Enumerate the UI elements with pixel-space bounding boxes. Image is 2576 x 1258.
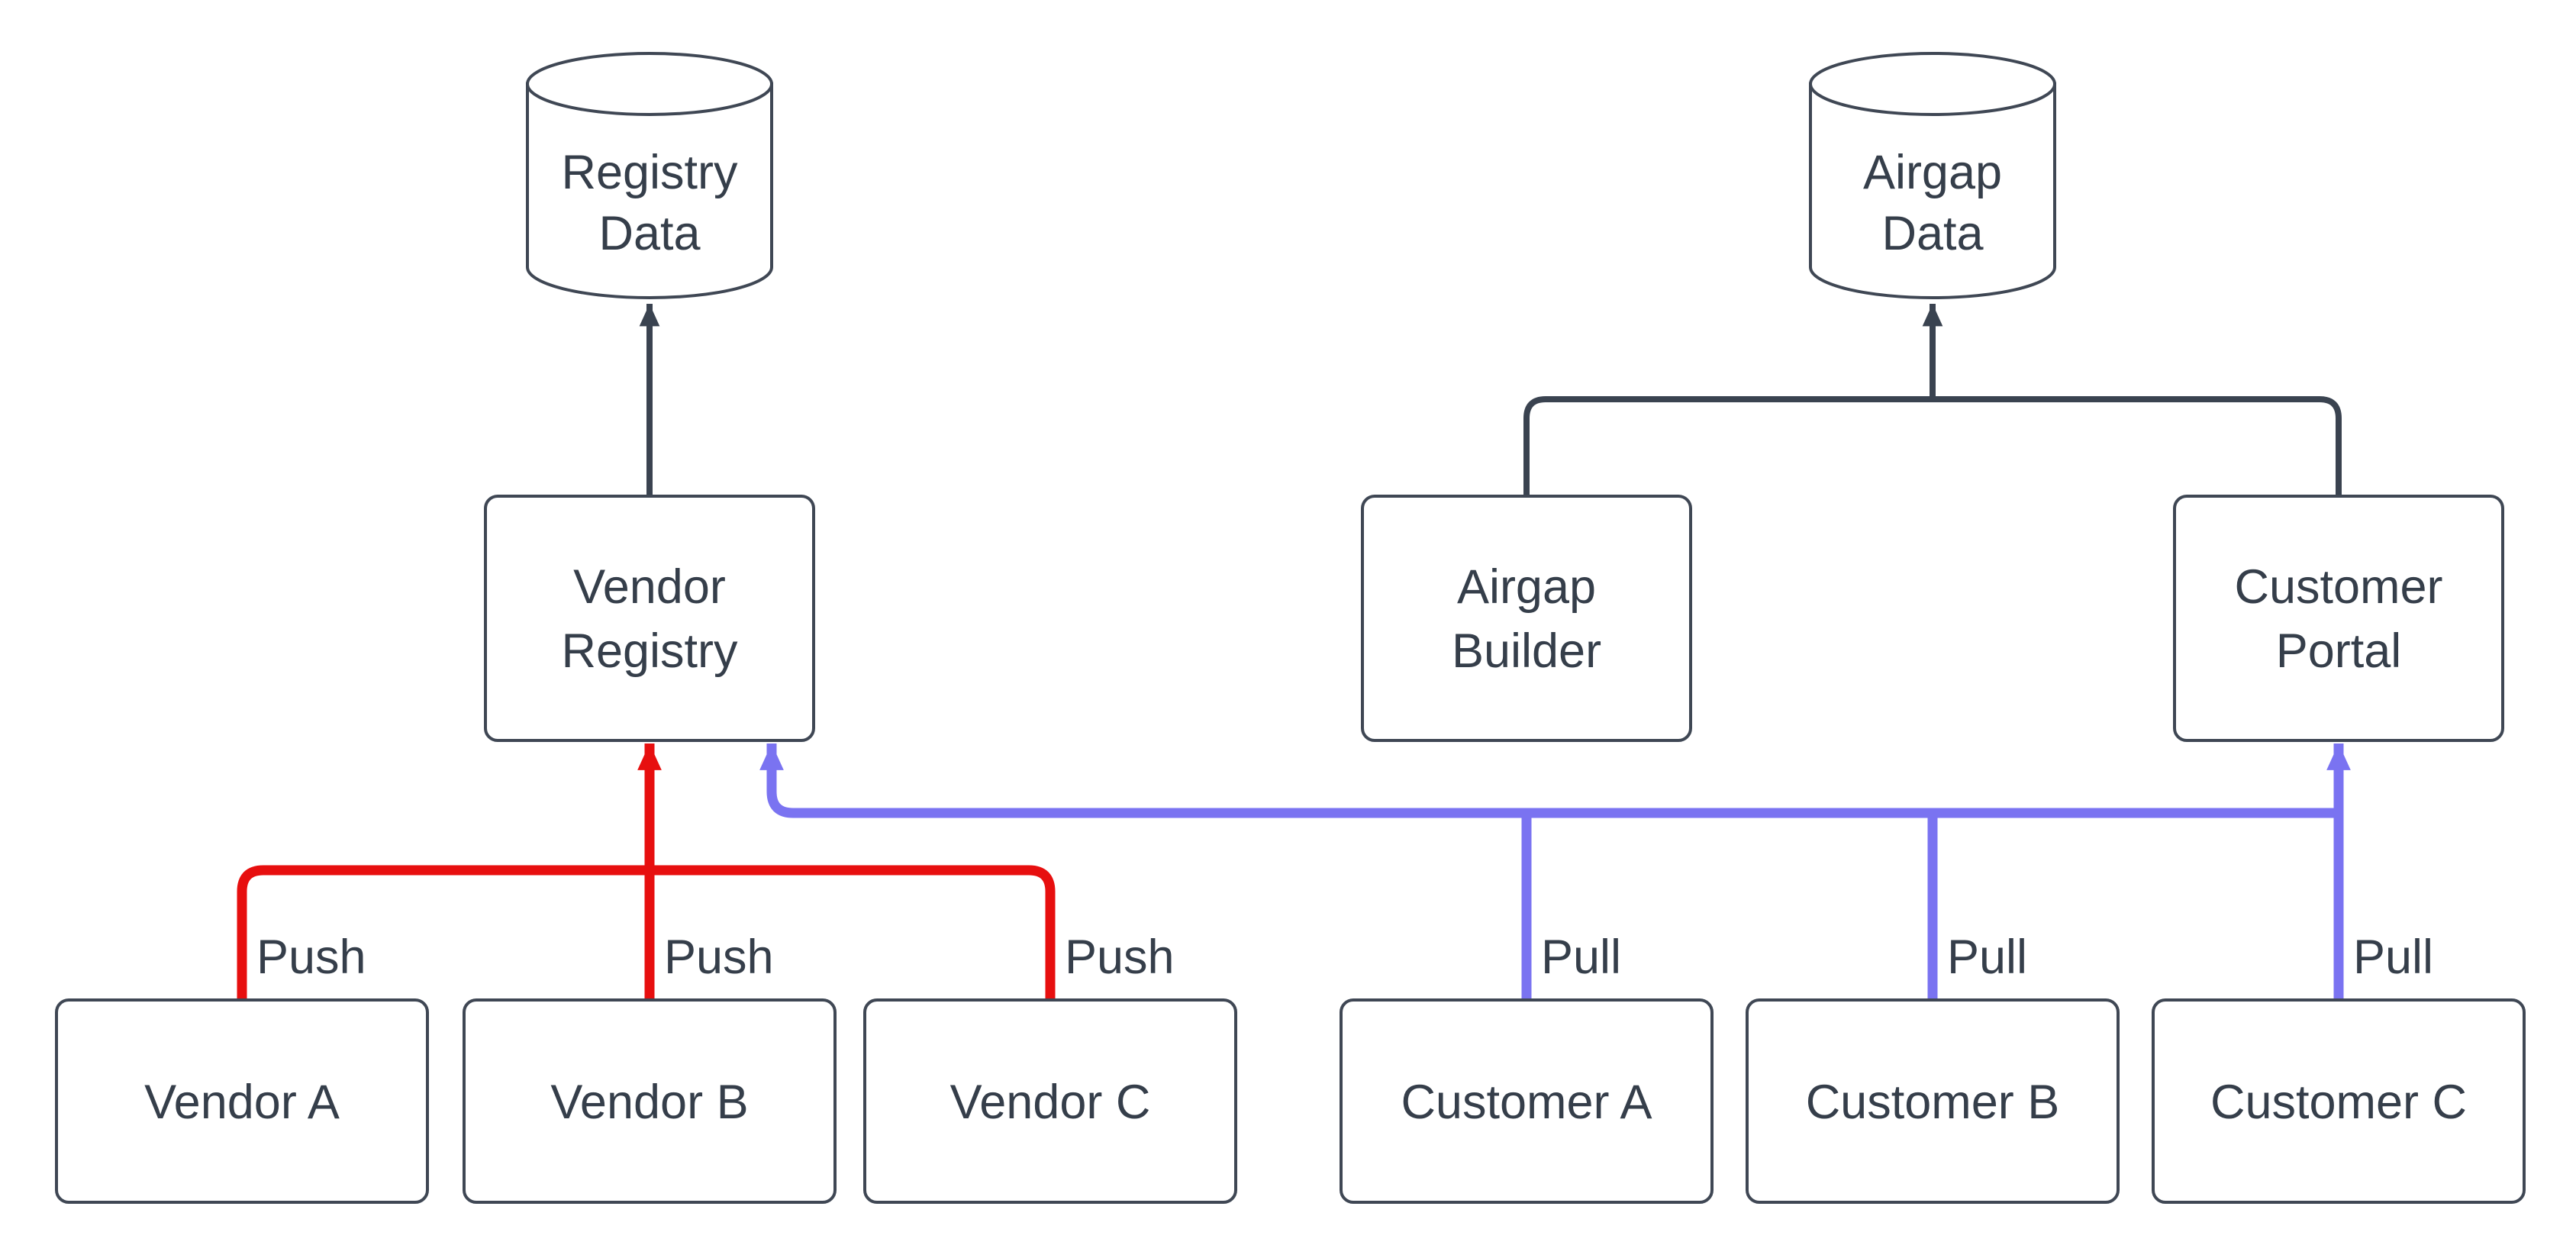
registry-data-label-line2: Data <box>598 207 701 260</box>
node-customer-b: Customer B <box>1746 998 2120 1204</box>
node-registry-data: Registry Data <box>526 52 773 299</box>
customer-b-box <box>1746 998 2120 1204</box>
edge-pull-bus-to-vendor-registry <box>759 744 2339 818</box>
vendor-a-box <box>55 998 429 1204</box>
node-customer-c: Customer C <box>2152 998 2526 1204</box>
node-vendor-b: Vendor B <box>463 998 837 1204</box>
edge-labels: Push Push Push Pull Pull Pull <box>256 931 2433 984</box>
vendor-a-label: Vendor A <box>144 1076 340 1129</box>
node-airgap-data: Airgap Data <box>1809 52 2056 299</box>
airgap-data-cylinder-body <box>1809 82 2056 299</box>
node-vendor-a: Vendor A <box>55 998 429 1204</box>
vendor-b-box <box>463 998 837 1204</box>
customer-portal-box <box>2173 495 2504 742</box>
node-customer-a: Customer A <box>1340 998 1714 1204</box>
node-vendor-c: Vendor C <box>863 998 1237 1204</box>
node-vendor-registry: Vendor Registry <box>484 495 815 742</box>
edge-airgap-builder-customer-portal-bus <box>1523 396 2342 496</box>
customer-portal-label-line1: Customer <box>2234 560 2442 614</box>
vendor-c-box <box>863 998 1237 1204</box>
airgap-data-cylinder-top <box>1809 52 2056 116</box>
edge-label-push-a: Push <box>256 931 366 984</box>
airgap-builder-label-line2: Builder <box>1452 624 1601 678</box>
registry-data-label-line1: Registry <box>561 146 738 199</box>
vendor-b-label: Vendor B <box>550 1076 748 1129</box>
edge-label-pull-c: Pull <box>2353 931 2433 984</box>
customer-c-label: Customer C <box>2210 1076 2467 1129</box>
edge-label-pull-b: Pull <box>1947 931 2027 984</box>
edge-label-push-c: Push <box>1065 931 1175 984</box>
customer-b-label: Customer B <box>1806 1076 2060 1129</box>
airgap-data-label-line2: Data <box>1881 207 1984 260</box>
vendor-registry-label-line1: Vendor <box>573 560 726 614</box>
airgap-builder-label-line1: Airgap <box>1457 560 1596 614</box>
registry-data-cylinder-body <box>526 82 773 299</box>
vendor-registry-label-line2: Registry <box>561 624 738 678</box>
airgap-builder-box <box>1361 495 1692 742</box>
vendor-c-label: Vendor C <box>950 1076 1151 1129</box>
airgap-data-label-line1: Airgap <box>1863 146 2002 199</box>
customer-a-box <box>1340 998 1714 1204</box>
edge-label-pull-a: Pull <box>1541 931 1621 984</box>
customer-portal-label-line2: Portal <box>2276 624 2402 678</box>
customer-c-box <box>2152 998 2526 1204</box>
customer-a-label: Customer A <box>1401 1076 1652 1129</box>
edge-label-push-b: Push <box>664 931 774 984</box>
vendor-registry-box <box>484 495 815 742</box>
node-airgap-builder: Airgap Builder <box>1361 495 1692 742</box>
connectors <box>237 304 2351 1000</box>
node-customer-portal: Customer Portal <box>2173 495 2504 742</box>
registry-data-cylinder-top <box>526 52 773 116</box>
